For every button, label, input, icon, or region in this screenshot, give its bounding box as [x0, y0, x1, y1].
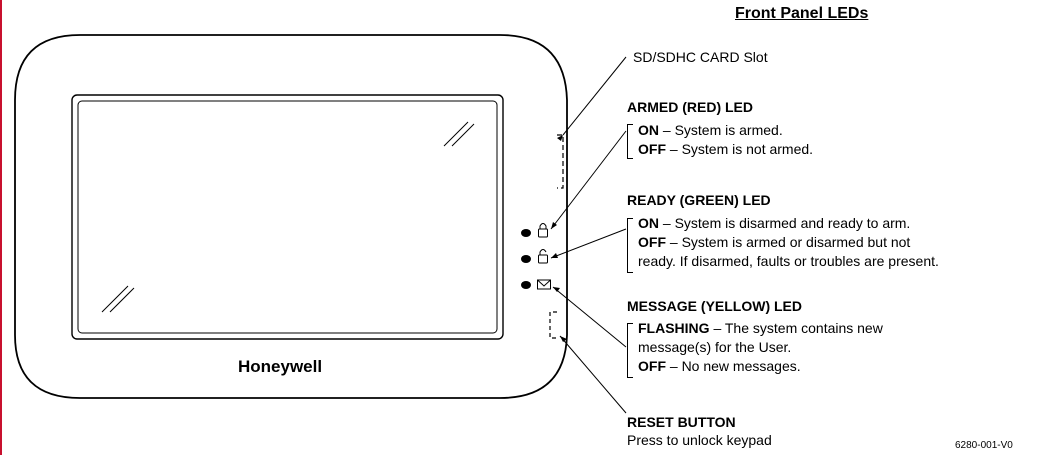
ready-on-text: – System is disarmed and ready to arm. — [659, 215, 911, 231]
ready-off-text: – System is armed or disarmed but not — [666, 234, 911, 250]
reset-button-outline — [549, 311, 557, 339]
ready-off-line: OFF – System is armed or disarmed but no… — [638, 234, 910, 251]
message-flash-text: – The system contains new — [709, 320, 883, 336]
message-led-heading: MESSAGE (YELLOW) LED — [627, 298, 802, 314]
armed-on-key: ON — [638, 122, 659, 138]
leader-armed — [550, 130, 627, 230]
message-flash-key: FLASHING — [638, 320, 710, 336]
glare-bottom-left — [101, 285, 135, 313]
sd-slot-label: SD/SDHC CARD Slot — [633, 49, 768, 65]
message-off-text: – No new messages. — [666, 358, 801, 374]
page-edge-bar — [0, 0, 2, 455]
armed-off-line: OFF – System is not armed. — [638, 141, 813, 158]
leader-ready — [550, 228, 627, 259]
ready-led — [521, 255, 531, 263]
glare-top-right — [443, 121, 475, 147]
armed-led — [521, 229, 531, 237]
ready-led-heading: READY (GREEN) LED — [627, 192, 771, 208]
armed-led-heading: ARMED (RED) LED — [627, 99, 753, 115]
leader-lines — [550, 56, 627, 414]
leader-arrowheads — [551, 135, 567, 342]
lock-open-icon — [538, 249, 548, 264]
message-off-key: OFF — [638, 358, 666, 374]
reset-button-text: Press to unlock keypad — [627, 432, 772, 448]
armed-off-key: OFF — [638, 141, 666, 157]
message-off-line: OFF – No new messages. — [638, 358, 801, 375]
armed-off-text: – System is not armed. — [666, 141, 814, 157]
leader-sd-slot — [562, 56, 627, 136]
ready-off-key: OFF — [638, 234, 666, 250]
lock-closed-icon — [538, 223, 548, 238]
figure-reference: 6280-001-V0 — [955, 440, 1013, 451]
brand-logo: Honeywell — [238, 357, 323, 376]
touch-screen-inner — [77, 100, 498, 334]
ready-bracket — [627, 218, 633, 273]
leader-reset — [559, 335, 627, 414]
message-flash-line-2: message(s) for the User. — [638, 339, 792, 355]
sd-card-slot — [557, 134, 564, 189]
armed-on-line: ON – System is armed. — [638, 122, 783, 139]
ready-on-line: ON – System is disarmed and ready to arm… — [638, 215, 910, 232]
message-flash-line: FLASHING – The system contains new — [638, 320, 883, 337]
page-title: Front Panel LEDs — [735, 5, 869, 22]
ready-off-line-2: ready. If disarmed, faults or troubles a… — [638, 253, 939, 269]
envelope-icon — [537, 279, 551, 290]
armed-bracket — [627, 124, 633, 159]
armed-on-text: – System is armed. — [659, 122, 783, 138]
ready-on-key: ON — [638, 215, 659, 231]
message-bracket — [627, 323, 633, 378]
touch-screen — [71, 94, 504, 340]
leader-message — [552, 286, 627, 348]
reset-button-heading: RESET BUTTON — [627, 414, 736, 430]
message-led — [521, 281, 531, 289]
